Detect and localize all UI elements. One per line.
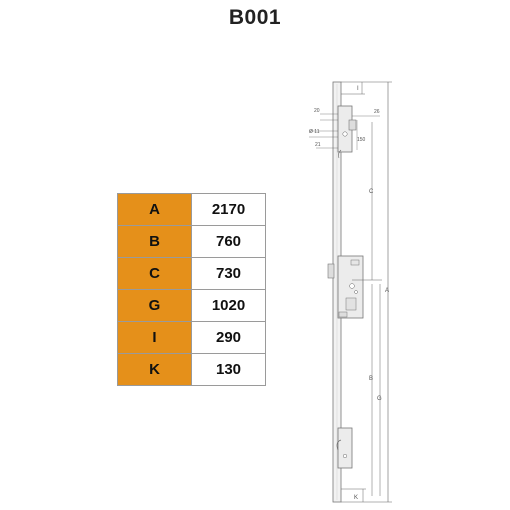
dimension-key: I xyxy=(117,321,192,354)
dimension-i-line xyxy=(341,82,365,95)
label-a: A xyxy=(385,288,389,294)
label-k: K xyxy=(354,495,358,501)
dimension-value: 290 xyxy=(191,321,266,354)
table-row: B 760 xyxy=(117,225,266,258)
table-row: I 290 xyxy=(117,321,266,354)
upper-bolt-box xyxy=(337,105,357,159)
label-g: G xyxy=(377,396,382,402)
table-row: K 130 xyxy=(117,353,266,386)
table-row: A 2170 xyxy=(117,193,266,226)
dimension-value: 2170 xyxy=(191,193,266,226)
dimension-value: 130 xyxy=(191,353,266,386)
main-gearbox xyxy=(327,255,364,319)
dimension-c-line xyxy=(352,122,382,281)
upper-detail-dims xyxy=(309,113,380,150)
dimension-key: K xyxy=(117,353,192,386)
drawing-title: B001 xyxy=(228,6,282,29)
lower-bolt-box xyxy=(336,427,353,469)
dimension-k-line xyxy=(341,488,366,502)
dim-20-label: 20 xyxy=(314,108,320,114)
dim-150-label: 150 xyxy=(357,137,366,143)
dim-11-label: Ø 11 xyxy=(309,129,320,135)
dimension-value: 760 xyxy=(191,225,266,258)
dimension-table: A 2170 B 760 C 730 G 1020 I 290 K 130 xyxy=(117,193,266,386)
dimension-value: 1020 xyxy=(191,289,266,322)
label-b: B xyxy=(369,376,373,382)
dimension-a-line xyxy=(341,81,392,503)
label-c: C xyxy=(369,189,374,195)
dimension-key: G xyxy=(117,289,192,322)
table-row: G 1020 xyxy=(117,289,266,322)
dim-21-label: 21 xyxy=(315,142,321,148)
label-i: I xyxy=(357,86,359,92)
dimension-value: 730 xyxy=(191,257,266,290)
dim-26-label: 26 xyxy=(374,109,380,115)
